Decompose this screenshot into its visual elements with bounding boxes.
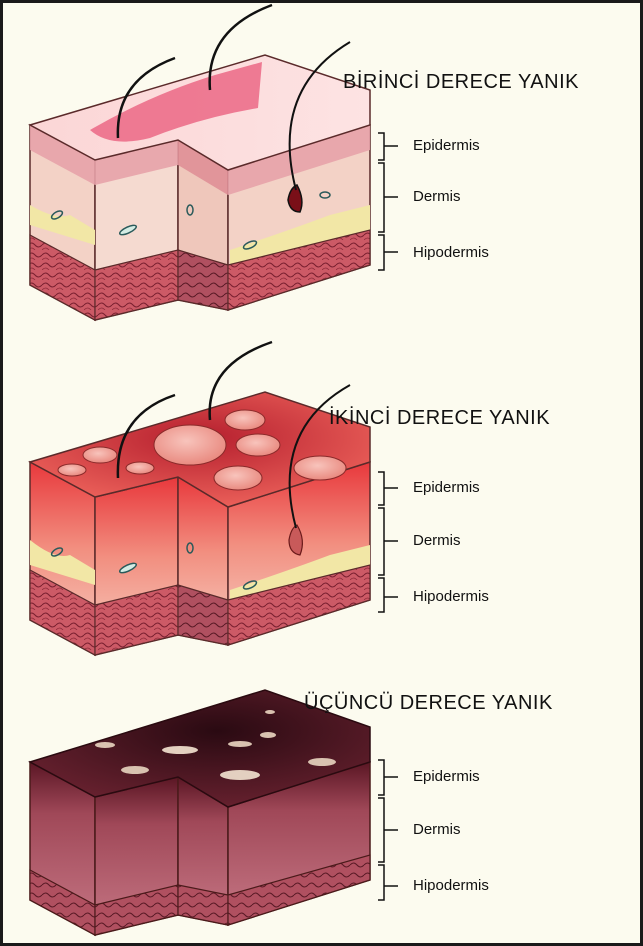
epidermis-label: Epidermis — [413, 768, 480, 785]
hipodermis-label: Hipodermis — [413, 877, 489, 894]
dermis-label: Dermis — [413, 188, 461, 205]
dermis-label: Dermis — [413, 532, 461, 549]
epidermis-label: Epidermis — [413, 137, 480, 154]
first-degree-title: BİRİNCİ DERECE YANIK — [343, 71, 579, 94]
hipodermis-label: Hipodermis — [413, 588, 489, 605]
second-degree-title: İKİNCİ DERECE YANIK — [329, 407, 550, 430]
first-degree-block — [30, 5, 370, 320]
layer-brackets — [378, 133, 398, 900]
second-degree-block — [30, 342, 370, 655]
hipodermis-label: Hipodermis — [413, 244, 489, 261]
third-degree-block — [30, 690, 370, 935]
dermis-label: Dermis — [413, 821, 461, 838]
third-degree-title: ÜÇÜNCÜ DERECE YANIK — [304, 692, 553, 715]
epidermis-label: Epidermis — [413, 479, 480, 496]
